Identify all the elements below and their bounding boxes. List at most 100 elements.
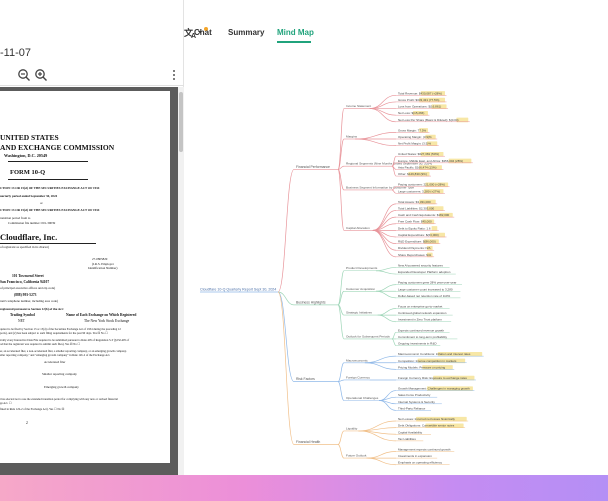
leaf-connector (379, 396, 397, 401)
value-highlight (426, 246, 433, 251)
tab-summary[interactable]: Summary (228, 28, 265, 37)
mind-map-leaf: Europe, Middle East, and Africa: $356,00… (398, 159, 463, 163)
zoom-in-icon[interactable] (34, 68, 48, 82)
company-name: Cloudflare, Inc. (0, 232, 58, 242)
scrollbar[interactable] (178, 87, 184, 475)
value-highlight (422, 365, 453, 370)
body-line: ge Act. ☐ (0, 401, 12, 405)
section-line-2: CTION 13 OR 15(d) OF THE SECURITIES EXCH… (0, 208, 100, 212)
mind-map-leaf: Macroeconomic Conditions: Inflation and … (398, 352, 471, 356)
tab-mind-map[interactable]: Mind Map (277, 28, 314, 37)
form-title: FORM 10-Q (10, 169, 46, 176)
branch-connector (277, 291, 295, 382)
child-connector (337, 165, 345, 170)
more-vertical-icon[interactable] (167, 68, 181, 82)
mind-map-leaf: Gross Margin: 77.5% (398, 128, 427, 132)
value-highlight (419, 128, 428, 133)
value-highlight (433, 375, 475, 381)
value-highlight (413, 110, 428, 116)
body-line: fined in Rule 12b-2 of the Exchange Act)… (0, 407, 65, 411)
child-connector (337, 430, 345, 445)
pdf-scroll-area[interactable]: UNITED STATES AND EXCHANGE COMMISSION Wa… (0, 87, 178, 475)
leaf-connector (372, 230, 397, 258)
pdf-page: UNITED STATES AND EXCHANGE COMMISSION Wa… (0, 91, 170, 463)
child-connector (337, 270, 345, 306)
child-connector (337, 169, 345, 231)
mind-map-leaf: Tax Liabilities (398, 437, 416, 441)
exchange-header: Name of Each Exchange on Which Registere… (66, 313, 137, 317)
value-highlight (420, 91, 445, 96)
mind-map[interactable]: Cloudflare 10-Q Quarterly Report Sept 30… (184, 52, 608, 475)
mind-map-leaf: Commitment to long-term profitability (398, 335, 448, 339)
branch-connector (277, 291, 295, 445)
mind-map-leaf: Expanded Developer Platform adoption (398, 270, 451, 274)
mind-map-canvas[interactable]: Cloudflare 10-Q Quarterly Report Sept 30… (184, 52, 608, 475)
leaf-connector (369, 108, 397, 123)
body-line: er, an accelerated filer, a non-accelera… (0, 349, 127, 353)
divider (8, 179, 88, 180)
value-highlight (425, 182, 449, 188)
mind-map-leaf: Continued global network expansion (398, 311, 447, 315)
leaf-connector (355, 132, 397, 140)
mind-map-node: Income Statement (346, 104, 371, 108)
mind-map-leaf: Net Profit Margin: (3.5)% (398, 142, 431, 146)
value-highlight (426, 252, 433, 258)
mind-map-leaf: Operating Margin: (3.9)% (398, 135, 432, 139)
leaf-connector (375, 267, 397, 272)
ein-sub: (I.R.S. Employer (92, 262, 114, 266)
mind-map-node: Macroeconomic (346, 358, 368, 362)
value-highlight (425, 134, 436, 140)
mind-map-branch: Financial Performance (296, 165, 330, 169)
mind-map-node: Outlook for Subsequent Periods (346, 334, 390, 338)
mind-map-leaf: Ongoing investments in R&D (398, 342, 437, 346)
value-highlight (448, 158, 472, 164)
zoom-out-icon[interactable] (17, 68, 31, 82)
notification-dot (204, 27, 208, 31)
mind-map-node: Margins (346, 135, 357, 139)
mind-map-leaf: Other: $129,830 (9%) (398, 172, 427, 176)
body-line: aller reporting company," and "emerging … (0, 353, 111, 357)
value-highlight (419, 199, 436, 205)
mind-map-leaf: Large customer count increased to 3,280 (398, 287, 453, 291)
pdf-toolbar (0, 64, 184, 86)
leaf-connector (379, 400, 397, 411)
mind-map-node: Future Outlook (346, 454, 367, 458)
mind-map-leaf: Gross Profit: $333,431 (77.5%) (398, 98, 439, 102)
svg-text:文: 文 (184, 27, 194, 38)
mind-map-leaf: Net Loss Per Share (Basic & Diluted): $(… (398, 118, 459, 122)
value-highlight (423, 189, 444, 194)
body-line: t has elected not to use the extended tr… (0, 397, 118, 401)
mind-map-leaf: Sales Force Productivity (398, 393, 431, 397)
file-number: Commission file number: 001-39039 (8, 221, 56, 225)
mind-map-leaf: Management expects continued growth (398, 447, 451, 451)
translate-icon[interactable]: 文 A (184, 27, 204, 39)
tab-chat[interactable]: Chat (194, 28, 212, 37)
active-tab-indicator (277, 41, 311, 43)
mind-map-leaf: Paying customers: 221,000 (+28%) (398, 183, 445, 187)
document-viewer: -11-07 UNITED STATES AND EXCHANGE COMMIS… (0, 0, 184, 475)
value-highlight (437, 351, 483, 357)
branch-connector (277, 291, 295, 306)
app-window: -11-07 UNITED STATES AND EXCHANGE COMMIS… (0, 0, 608, 475)
mind-map-leaf: Cash and Cash Equivalents: $182,000 (398, 213, 450, 217)
child-connector (337, 290, 345, 306)
doc-header-2: AND EXCHANGE COMMISSION (0, 143, 115, 152)
body-line: ports), and (2) has been subject to such… (0, 331, 108, 335)
accelerated-filer: Accelerated filer (44, 360, 66, 364)
mind-map-node: Regional Segments (Nine Months Ended Sep… (346, 162, 432, 166)
scrollbar-thumb[interactable] (179, 92, 183, 152)
mind-map-node: Capital Allocation (346, 226, 370, 230)
leaf-connector (377, 308, 397, 316)
mind-map-leaf: Dollar-based net retention rate of 110% (398, 294, 450, 298)
leaf-connector (358, 430, 397, 442)
mind-map-leaf: Debt to Equity Ratio: 1.6 (398, 226, 431, 230)
leaf-connector (375, 270, 397, 275)
emerging-growth: Emerging growth company (44, 385, 79, 389)
value-highlight (417, 358, 466, 364)
registered: registered pursuant to Section 12(b) of … (0, 307, 64, 311)
leaf-connector (366, 457, 397, 466)
value-highlight (431, 226, 438, 231)
leaf-connector (358, 427, 397, 432)
leaf-connector (364, 355, 397, 364)
value-highlight (426, 141, 438, 147)
